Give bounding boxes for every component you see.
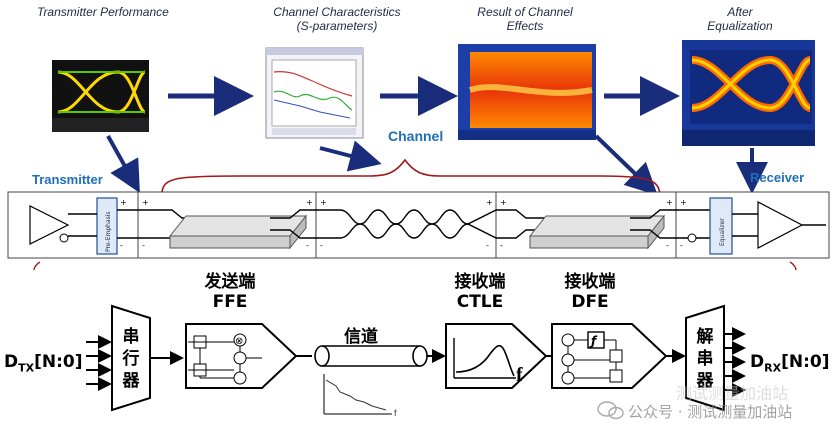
svg-text:+: + [500,198,507,207]
caption-channel-line2: (S-parameters) [296,19,378,33]
rx-ctle-heading: 接收端 CTLE [440,272,520,312]
caption-transmitter-performance: Transmitter Performance [37,5,169,19]
svg-text:-: - [306,241,309,250]
deserializer-char-3: 器 [696,371,714,391]
channel-effects-eye-thumbnail [458,44,596,140]
svg-text:+: + [680,198,687,207]
channel-loss-plot [323,374,392,415]
deserializer-block [685,304,725,412]
caption-channel-characteristics: Channel Characteristics (S-parameters) [262,5,412,33]
svg-text:-: - [120,241,123,250]
channel-brace [161,158,661,195]
drx-rest: [N:0] [781,352,830,372]
watermark-line2: 测试测量加油站 [676,384,789,403]
svg-text:ƒ: ƒ [589,334,598,348]
caption-result-channel: Result of Channel Effects [460,5,590,33]
caption-result-line2: Effects [506,19,544,33]
wechat-logo-icon [597,401,624,420]
pre-emphasis-label: Pre-Emphasis [105,211,112,252]
svg-text:+: + [666,198,673,207]
caption-channel-line1: Channel Characteristics [273,5,401,19]
serializer-char-3: 器 [122,371,140,391]
receiver-label: Receiver [750,170,805,185]
channel-axis-f: f [394,408,397,418]
svg-text:-: - [666,241,669,250]
caption-after-equalization: After Equalization [700,5,780,33]
rx-dfe-heading: 接收端 DFE [550,272,630,312]
tx-label: 发送端 [204,272,256,292]
dtx-rest: [N:0] [34,352,83,372]
deserializer-char-1: 解 [696,327,714,347]
svg-text:-: - [320,241,323,250]
caption-after-line1: After [727,5,753,19]
ffe-label: FFE [212,292,248,312]
svg-text:+: + [486,198,493,207]
pre-emphasis-block [96,197,118,255]
dtx-input-arrows [86,335,112,391]
serializer-char-1: 串 [122,327,140,347]
drx-output-arrows [724,327,746,397]
deserializer-char-2: 串 [696,349,714,369]
equalized-eye-thumbnail [682,40,815,146]
ctle-axis-f: f [516,364,523,386]
rx2-label: 接收端 [564,272,616,292]
caption-after-line2: Equalization [707,19,773,33]
svg-text:-: - [142,241,145,250]
channel-cable [314,345,446,367]
dfe-label: DFE [571,292,609,312]
link-strip: Pre-Emphasis Equalizer [7,191,830,259]
flow-arrows [106,76,768,196]
dfe-block: ƒ [551,323,668,389]
svg-text:-: - [500,241,503,250]
tx-eye-thumbnail [52,60,149,132]
rx1-label: 接收端 [454,272,506,292]
channel-cn-label: 信道 [344,327,378,347]
deserializer-label: 解 串 器 [694,326,716,392]
svg-text:+: + [320,198,327,207]
svg-text:-: - [680,241,683,250]
svg-text:-: - [486,241,489,250]
drx-sub: RX [764,361,782,375]
svg-text:+: + [306,198,313,207]
dtx-label: DTX[N:0] [4,352,83,374]
equalizer-block [709,197,733,255]
drx-label: DRX[N:0] [750,352,829,374]
svg-text:+: + [120,198,127,207]
svg-text:⊗: ⊗ [235,336,243,347]
tx-ffe-heading: 发送端 FFE [190,272,270,312]
serializer-char-2: 行 [122,349,140,369]
caption-result-line1: Result of Channel [477,5,573,19]
svg-text:+: + [142,198,149,207]
serializer-block [111,304,151,412]
ctle-block [445,323,548,389]
watermark-line1: 公众号 · 测试测量加油站 [628,403,793,421]
transmitter-label: Transmitter [32,172,103,187]
tx-buffer-symbol [29,205,70,245]
rx-bracket [789,261,797,271]
ffe-block: ⊗ [185,323,298,389]
dtx-main: D [4,352,19,372]
ctle-label: CTLE [456,292,504,312]
sparam-plot-thumbnail [265,47,364,139]
channel-label: Channel [388,128,444,144]
equalizer-label: Equalizer [719,218,726,246]
drx-main: D [750,352,765,372]
serializer-label: 串 行 器 [120,326,142,392]
dtx-sub: TX [18,361,35,375]
tx-bracket [33,261,41,271]
rx-buffer-symbol [757,201,804,249]
